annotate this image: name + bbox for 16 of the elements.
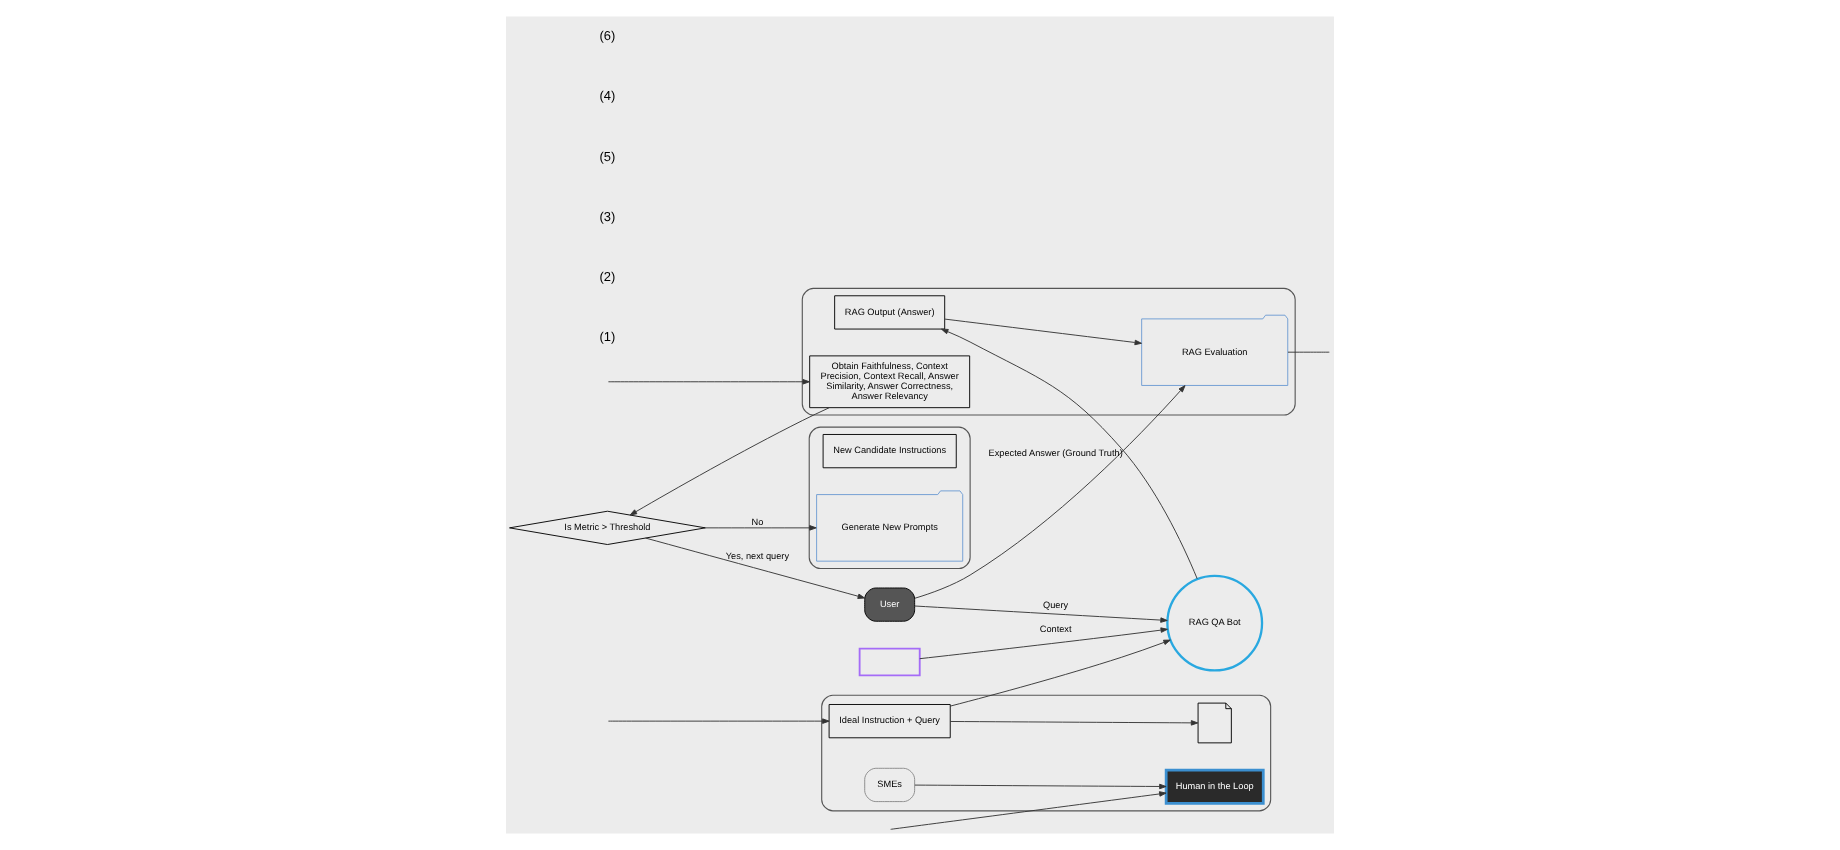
arrow — [914, 605, 1168, 623]
arrow — [607, 379, 810, 385]
arrow — [607, 718, 830, 724]
node-box — [858, 647, 921, 677]
arrow — [949, 720, 1199, 726]
arrow — [629, 407, 830, 516]
arrow — [949, 639, 1171, 707]
arrow — [890, 783, 1167, 830]
connector — [1287, 351, 1330, 353]
arrow — [941, 328, 1198, 580]
arrow — [704, 525, 817, 531]
arrow — [914, 385, 1186, 599]
arrow — [914, 783, 1167, 797]
arrow — [944, 318, 1142, 346]
arrow — [645, 537, 865, 599]
arrow — [919, 627, 1168, 660]
